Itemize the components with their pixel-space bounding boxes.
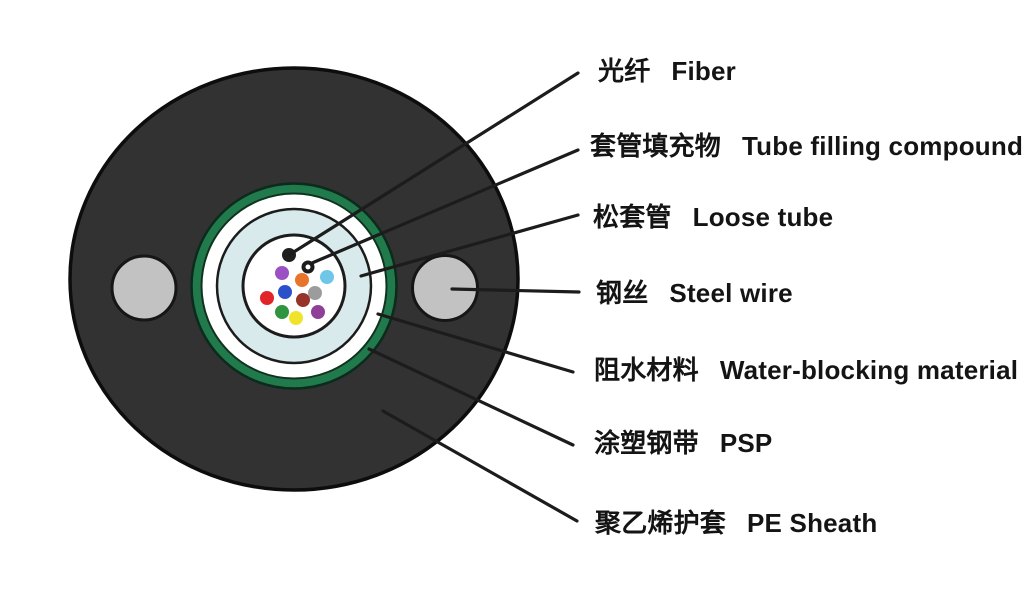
label-tube-filling-compound: 套管填充物 Tube filling compound bbox=[590, 130, 1023, 162]
fiber-dot-brown bbox=[296, 293, 310, 307]
fiber-dot-yellow bbox=[289, 311, 303, 325]
label-fiber-zh: 光纤 bbox=[598, 56, 651, 86]
label-loose-tube-en: Loose tube bbox=[692, 202, 834, 232]
label-water-blocking-material-zh: 阻水材料 bbox=[594, 355, 699, 385]
label-psp: 涂塑钢带 PSP bbox=[594, 427, 772, 459]
label-psp-en: PSP bbox=[719, 428, 773, 458]
label-pe-sheath-zh: 聚乙烯护套 bbox=[595, 508, 727, 538]
label-steel-wire-en: Steel wire bbox=[669, 278, 793, 308]
fiber-dot-aqua bbox=[320, 270, 334, 284]
label-psp-zh: 涂塑钢带 bbox=[594, 428, 699, 458]
label-fiber-en: Fiber bbox=[671, 56, 736, 86]
label-tube-filling-compound-zh: 套管填充物 bbox=[590, 131, 722, 161]
leader-line-tube-filling-compound bbox=[310, 148, 580, 265]
fiber-dot-orange bbox=[295, 273, 309, 287]
fiber-dot-red bbox=[260, 291, 274, 305]
label-tube-filling-compound-en: Tube filling compound bbox=[742, 131, 1024, 161]
leader-line-fiber bbox=[287, 71, 580, 257]
leader-line-psp bbox=[367, 347, 575, 447]
steel-wire-right-circle bbox=[411, 254, 479, 322]
label-loose-tube: 松套管 Loose tube bbox=[593, 201, 833, 233]
tube-filling-marker-ring bbox=[301, 260, 315, 274]
leader-line-loose-tube bbox=[359, 213, 580, 278]
fiber-dot-green bbox=[275, 305, 289, 319]
label-loose-tube-zh: 松套管 bbox=[593, 202, 672, 232]
label-water-blocking-material-en: Water-blocking material bbox=[719, 355, 1019, 385]
fiber-dot-violet bbox=[311, 305, 325, 319]
label-steel-wire: 钢丝 Steel wire bbox=[596, 277, 793, 309]
fiber-dot-gray bbox=[308, 286, 322, 300]
steel-wire-left-circle bbox=[110, 254, 178, 322]
label-fiber: 光纤 Fiber bbox=[598, 55, 736, 87]
fiber-dot-purple bbox=[275, 266, 289, 280]
fiber-dot-blue bbox=[278, 285, 292, 299]
leader-line-water-blocking-material bbox=[376, 312, 575, 374]
label-steel-wire-zh: 钢丝 bbox=[596, 278, 649, 308]
label-pe-sheath: 聚乙烯护套 PE Sheath bbox=[595, 507, 877, 539]
label-pe-sheath-en: PE Sheath bbox=[747, 508, 878, 538]
leader-line-pe-sheath bbox=[381, 409, 579, 523]
leader-line-steel-wire bbox=[450, 287, 581, 294]
label-water-blocking-material: 阻水材料 Water-blocking material bbox=[594, 354, 1018, 386]
